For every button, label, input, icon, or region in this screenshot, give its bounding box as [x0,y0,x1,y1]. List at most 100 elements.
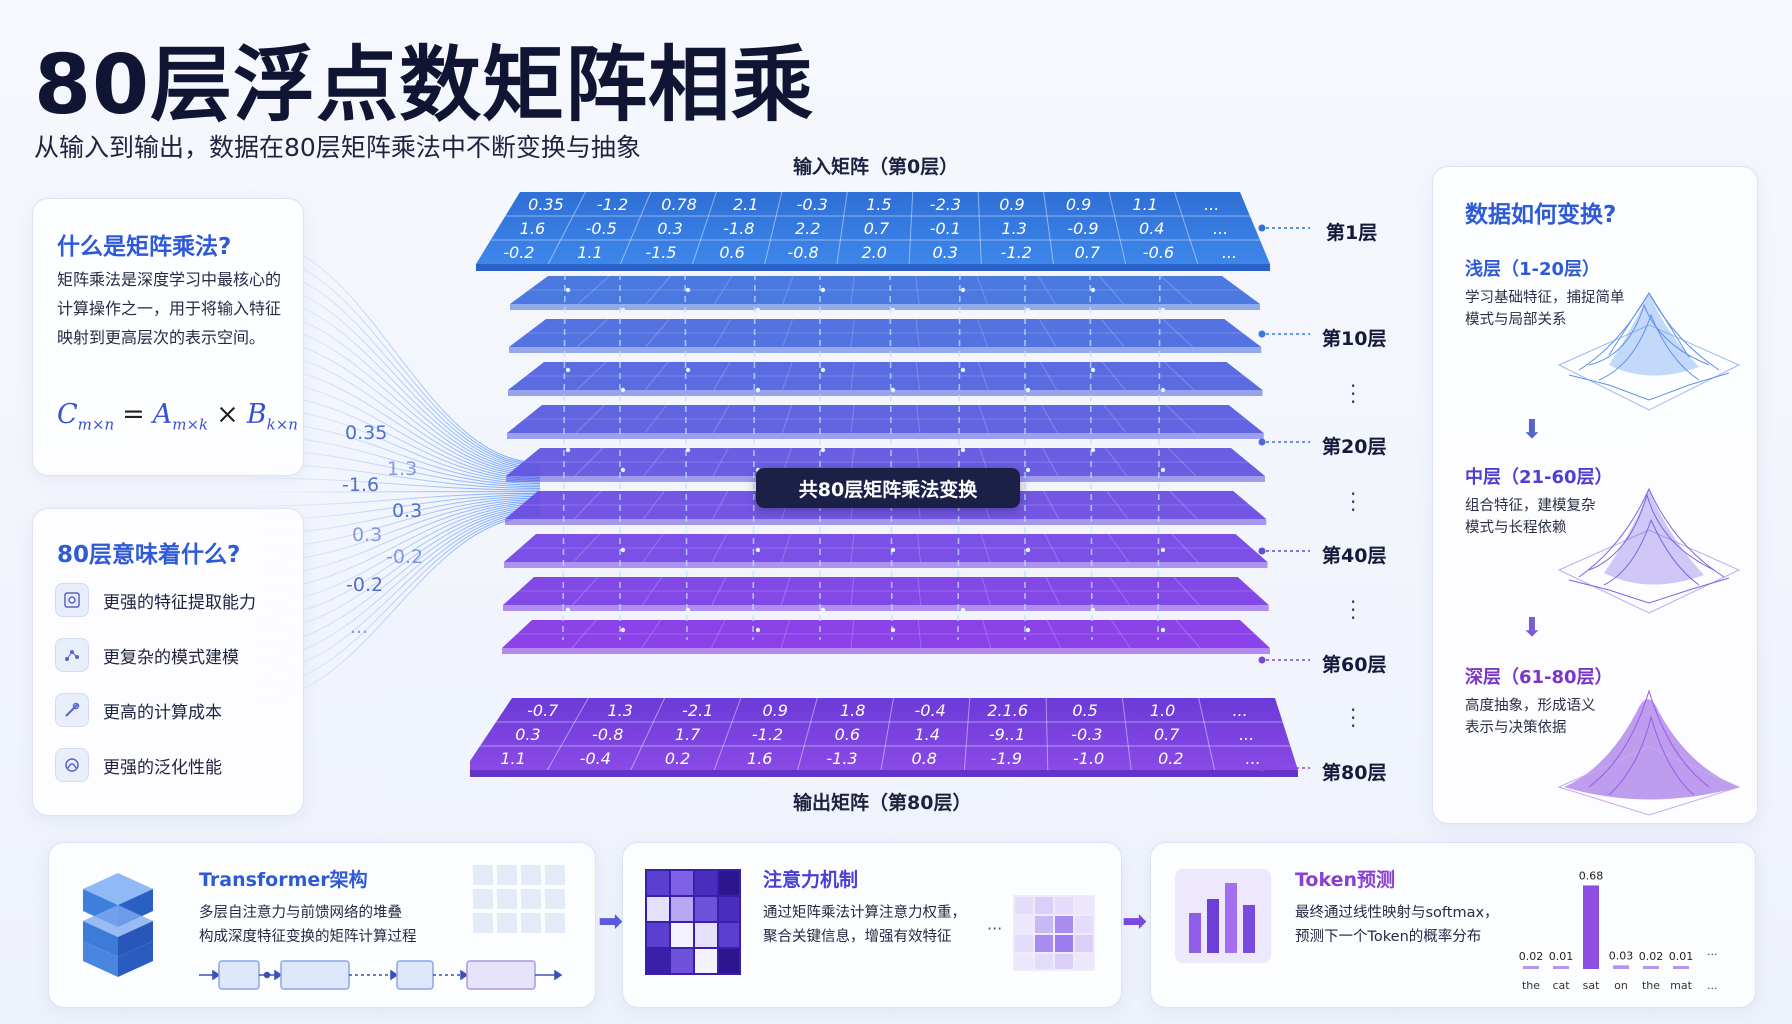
stream-value: ... [350,616,369,638]
grid-line [713,318,732,348]
token-bar [1553,966,1569,969]
beam-spark [685,607,691,613]
deep-layers-desc: 高度抽象，形成语义表示与决策依据 [1465,698,1596,736]
bottom-card-title: 注意力机制 [763,869,859,891]
transformer-card: Transformer架构 多层自注意力与前馈网络的堆叠构成深度特征变换的矩阵计… [48,842,596,1008]
matrix-layer-edge [502,648,1270,654]
grid-line [915,361,921,391]
grid-line [711,576,727,606]
beam-spark [620,387,626,393]
beam-spark [820,367,826,373]
matrix-col-line [836,239,841,265]
connector-dot [1258,224,1266,232]
matrix-col-line [1049,239,1054,265]
grid-line [850,619,855,649]
beam-spark [1160,387,1166,393]
grid-line [572,576,599,606]
shallow-surface-plot [1557,291,1741,411]
beam-spark [1090,527,1096,533]
matrix-cell-value: -0.4 [580,749,611,768]
token-category-label: mat [1670,979,1692,992]
connector-dot [1258,438,1266,446]
matrix-cell-value: 0.2 [1158,749,1183,768]
grid-line [1046,619,1061,649]
grid-line [1100,318,1125,348]
grid-line [1110,619,1131,649]
beam-spark [820,607,826,613]
feature-extraction-icon [55,583,89,617]
matrix-col-line [731,697,742,723]
grid-line [577,275,610,305]
token-bar [1523,966,1539,969]
matrix-cell-value: 0.2 [665,749,690,768]
middle-layers-heading: 中层（21-60层） [1465,467,1613,488]
matrix-cell-value: 1.5 [866,195,891,214]
matrix-col-line [1198,697,1205,723]
beam-spark [1160,547,1166,553]
matrix-layer [510,276,1260,304]
matrix-slab [470,698,1298,770]
matrix-col-line [843,191,848,217]
data-beam [1157,251,1161,641]
grid-line [1173,576,1200,606]
matrix-layer-edge [503,605,1269,611]
layer-label-60: 第60层 [1322,654,1387,676]
grid-line [850,318,855,348]
deep-surface-plot [1557,689,1741,816]
beam-spark [1090,447,1096,453]
matrix-col-line [1203,721,1210,747]
matrix-cell-value: 1.8 [840,701,865,720]
matrix-slab-edge [470,770,1298,777]
matrix-cell-value: -0.9 [1067,219,1098,238]
matrix-cell-value: -0.8 [787,243,818,262]
matrix-layer-edge [505,519,1267,525]
matrix-cell-value: -0.3 [797,195,828,214]
grid-line [1038,318,1057,348]
beam-spark [755,627,761,633]
beam-spark [755,547,761,553]
matrix-layer-edge [509,347,1262,353]
stream-value: 0.35 [345,422,388,444]
stream-value: 1.3 [387,458,418,480]
grid-line [713,361,731,391]
matrix-cell-value: -2.1 [682,701,713,720]
matrix-cell-value: 0.4 [1139,219,1164,238]
data-beam [684,251,688,641]
grid-line [982,619,992,649]
pipeline-flow-diagram [199,960,563,990]
matrix-cell-value: -1.8 [723,219,754,238]
matrix-col-line [908,239,911,265]
stream-line [250,492,540,507]
matrix-col-line [1108,191,1116,217]
matrix-col-line [967,697,971,723]
beam-spark [1160,627,1166,633]
matrix-col-line [1124,721,1129,747]
compute-cost-icon [55,693,89,727]
matrix-cell-value: 1.4 [914,725,939,744]
feature-item: 更复杂的模式建模 [55,636,239,674]
attention-card: 注意力机制 通过矩阵乘法计算注意力权重，聚合关键信息，增强有效特征 ··· [622,842,1122,1008]
matrix-col-line [880,745,886,771]
matrix-col-line [546,745,562,771]
matrix-cell-value: ... [1204,195,1219,214]
page-subtitle: 从输入到输出，数据在80层矩阵乘法中不断变换与抽象 [34,133,641,162]
matrix-cell-value: -0.2 [503,243,534,262]
matrix-cell-value: 0.6 [835,725,860,744]
grid-line [645,275,671,305]
matrix-col-line [1046,721,1048,747]
matrix-cell-value: 0.9 [999,195,1024,214]
matrix-col-line [884,721,890,747]
matrix-cell-value: -1.9 [991,749,1022,768]
matrix-col-line [839,215,845,241]
matrix-col-line [1121,697,1126,723]
beam-spark [1160,307,1166,313]
matrix-col-line [810,697,818,723]
feature-item: 更强的泛化性能 [55,746,222,784]
matrix-cell-value: 0.3 [933,243,958,262]
faint-grid-decoration [473,865,565,933]
matrix-col-line [775,191,783,217]
matrix-cell-value: 0.78 [661,195,697,214]
matrix-layer-edge [504,562,1268,568]
vertical-ellipsis: ··· [1350,590,1357,630]
matrix-col-line [547,239,562,265]
